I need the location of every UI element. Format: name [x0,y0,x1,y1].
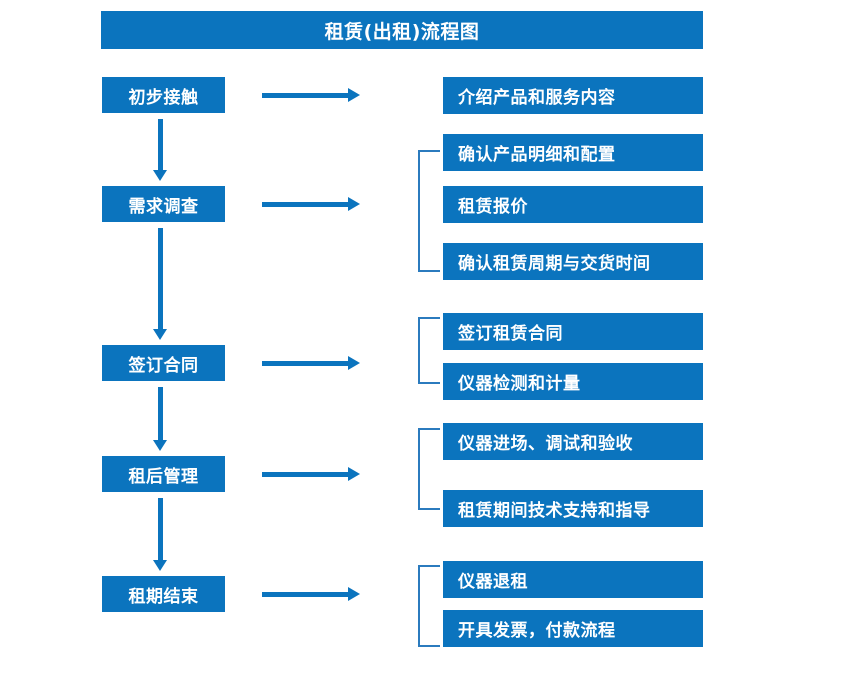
arrow-head [153,560,167,571]
stage-box-租后管理[interactable]: 租后管理 [102,456,225,492]
arrow-head [348,587,360,601]
stage-box-需求调查[interactable]: 需求调查 [102,186,225,222]
arrow-shaft [158,119,163,170]
stage-box-签订合同[interactable]: 签订合同 [102,345,225,381]
detail-box-租赁报价[interactable]: 租赁报价 [443,186,703,223]
group-bracket-签订合同 [418,317,440,384]
arrow-head [153,440,167,451]
vertical-arrow-4 [153,498,168,571]
group-bracket-需求调查 [418,150,440,272]
detail-box-签订租赁合同[interactable]: 签订租赁合同 [443,313,703,350]
arrow-head [153,329,167,340]
diagram-title: 租赁(出租)流程图 [101,11,703,49]
arrow-shaft [158,228,163,329]
arrow-head [348,356,360,370]
arrow-shaft [262,360,348,366]
stage-box-租期结束[interactable]: 租期结束 [102,576,225,612]
arrow-head [348,197,360,211]
horizontal-arrow-4 [262,467,360,481]
arrow-shaft [158,498,163,560]
arrow-head [348,88,360,102]
arrow-head [348,467,360,481]
horizontal-arrow-1 [262,88,360,102]
arrow-shaft [262,471,348,477]
arrow-shaft [158,387,163,440]
detail-box-仪器进场调试和验收[interactable]: 仪器进场、调试和验收 [443,423,703,460]
vertical-arrow-2 [153,228,168,340]
horizontal-arrow-2 [262,197,360,211]
detail-box-介绍产品和服务内容[interactable]: 介绍产品和服务内容 [443,77,703,114]
detail-box-确认产品明细和配置[interactable]: 确认产品明细和配置 [443,134,703,171]
stage-box-初步接触[interactable]: 初步接触 [102,77,225,113]
arrow-shaft [262,201,348,207]
detail-box-仪器检测和计量[interactable]: 仪器检测和计量 [443,363,703,400]
detail-box-确认租赁周期与交货时间[interactable]: 确认租赁周期与交货时间 [443,243,703,280]
group-bracket-租后管理 [418,428,440,510]
arrow-head [153,170,167,181]
arrow-shaft [262,92,348,98]
detail-box-开具发票付款流程[interactable]: 开具发票，付款流程 [443,610,703,647]
horizontal-arrow-5 [262,587,360,601]
group-bracket-租期结束 [418,565,440,647]
arrow-shaft [262,591,348,597]
horizontal-arrow-3 [262,356,360,370]
detail-box-租赁期间技术支持和指导[interactable]: 租赁期间技术支持和指导 [443,490,703,527]
vertical-arrow-1 [153,119,168,181]
detail-box-仪器退租[interactable]: 仪器退租 [443,561,703,598]
vertical-arrow-3 [153,387,168,451]
